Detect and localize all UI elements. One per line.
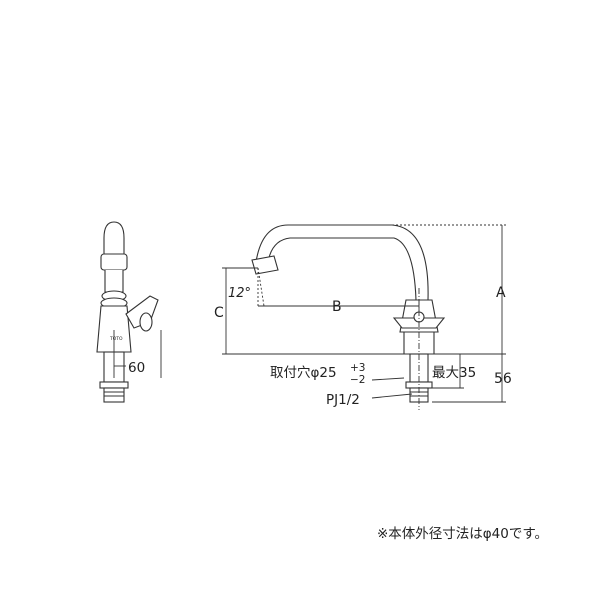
tol-plus-label: +3	[350, 362, 365, 374]
angle-label: 12°	[228, 286, 251, 301]
dim-56-label: 56	[494, 371, 512, 387]
max-35-label: 最大35	[432, 365, 476, 381]
side-view	[96, 221, 159, 403]
side-spout-tip	[103, 221, 125, 256]
side-aerator	[100, 253, 128, 271]
front-spout	[255, 224, 429, 301]
dim-a-label: A	[496, 285, 506, 301]
side-lock-nut	[99, 381, 129, 389]
brand-mark: TOTO	[109, 336, 123, 342]
front-dimensions	[222, 224, 506, 410]
tol-minus-label: −2	[350, 374, 365, 386]
thread-label: PJ1/2	[326, 392, 360, 408]
side-neck	[104, 270, 124, 293]
side-body	[96, 305, 132, 353]
side-thread	[103, 387, 125, 403]
footnote: ※本体外径寸法はφ40です。	[376, 526, 548, 542]
side-handle-knob	[139, 312, 153, 332]
front-aerator	[251, 255, 279, 275]
dim-b-label: B	[332, 299, 342, 315]
front-dim-labels: A B C 12° 取付穴φ25 +3 −2 最大35 56 PJ1/2	[214, 285, 512, 408]
dim-60	[113, 330, 162, 378]
dim-c-label: C	[214, 305, 224, 321]
hole-label: 取付穴φ25	[270, 365, 337, 381]
dim-60-label: 60	[128, 360, 145, 376]
